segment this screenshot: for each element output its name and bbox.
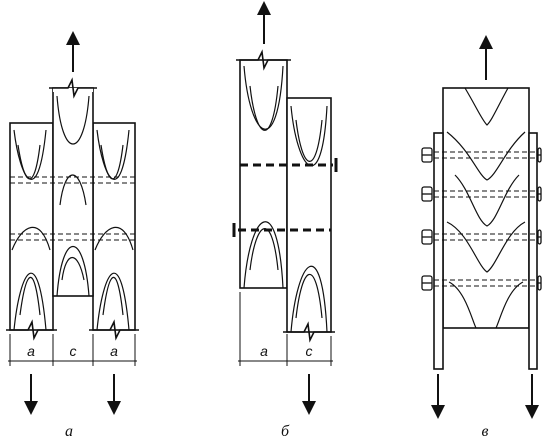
- board-center: [52, 87, 94, 297]
- side-plate-right: [528, 132, 538, 370]
- bolt-heads: [421, 147, 542, 291]
- dimension-line: [238, 292, 333, 366]
- caption-a: а: [65, 423, 73, 440]
- figure-b: [232, 1, 338, 415]
- dimension-labels-b: а с: [260, 343, 312, 359]
- bolt-lines: [434, 151, 537, 287]
- figure-a: [6, 31, 139, 415]
- bolt-lines: [238, 163, 333, 232]
- caption-v: в: [482, 423, 489, 440]
- break-line: [6, 319, 57, 341]
- dim-label: а: [260, 343, 268, 359]
- wood-grain: [11, 95, 134, 331]
- board-right: [92, 122, 136, 331]
- side-plate-left: [433, 132, 444, 370]
- figure-v: [431, 35, 539, 419]
- dim-label: а: [110, 343, 118, 359]
- dimension-labels-a: а с а: [27, 343, 118, 359]
- wood-grain: [446, 87, 526, 329]
- board-left: [9, 122, 54, 331]
- break-line: [236, 49, 291, 71]
- bolt-lines: [10, 176, 135, 241]
- break-line: [89, 319, 139, 341]
- dimension-line: [8, 334, 137, 366]
- break-line: [49, 77, 97, 99]
- dim-label: с: [306, 343, 313, 359]
- caption-b: б: [281, 423, 290, 440]
- break-line: [283, 321, 335, 343]
- dim-label: а: [27, 343, 35, 359]
- dim-label: с: [70, 343, 77, 359]
